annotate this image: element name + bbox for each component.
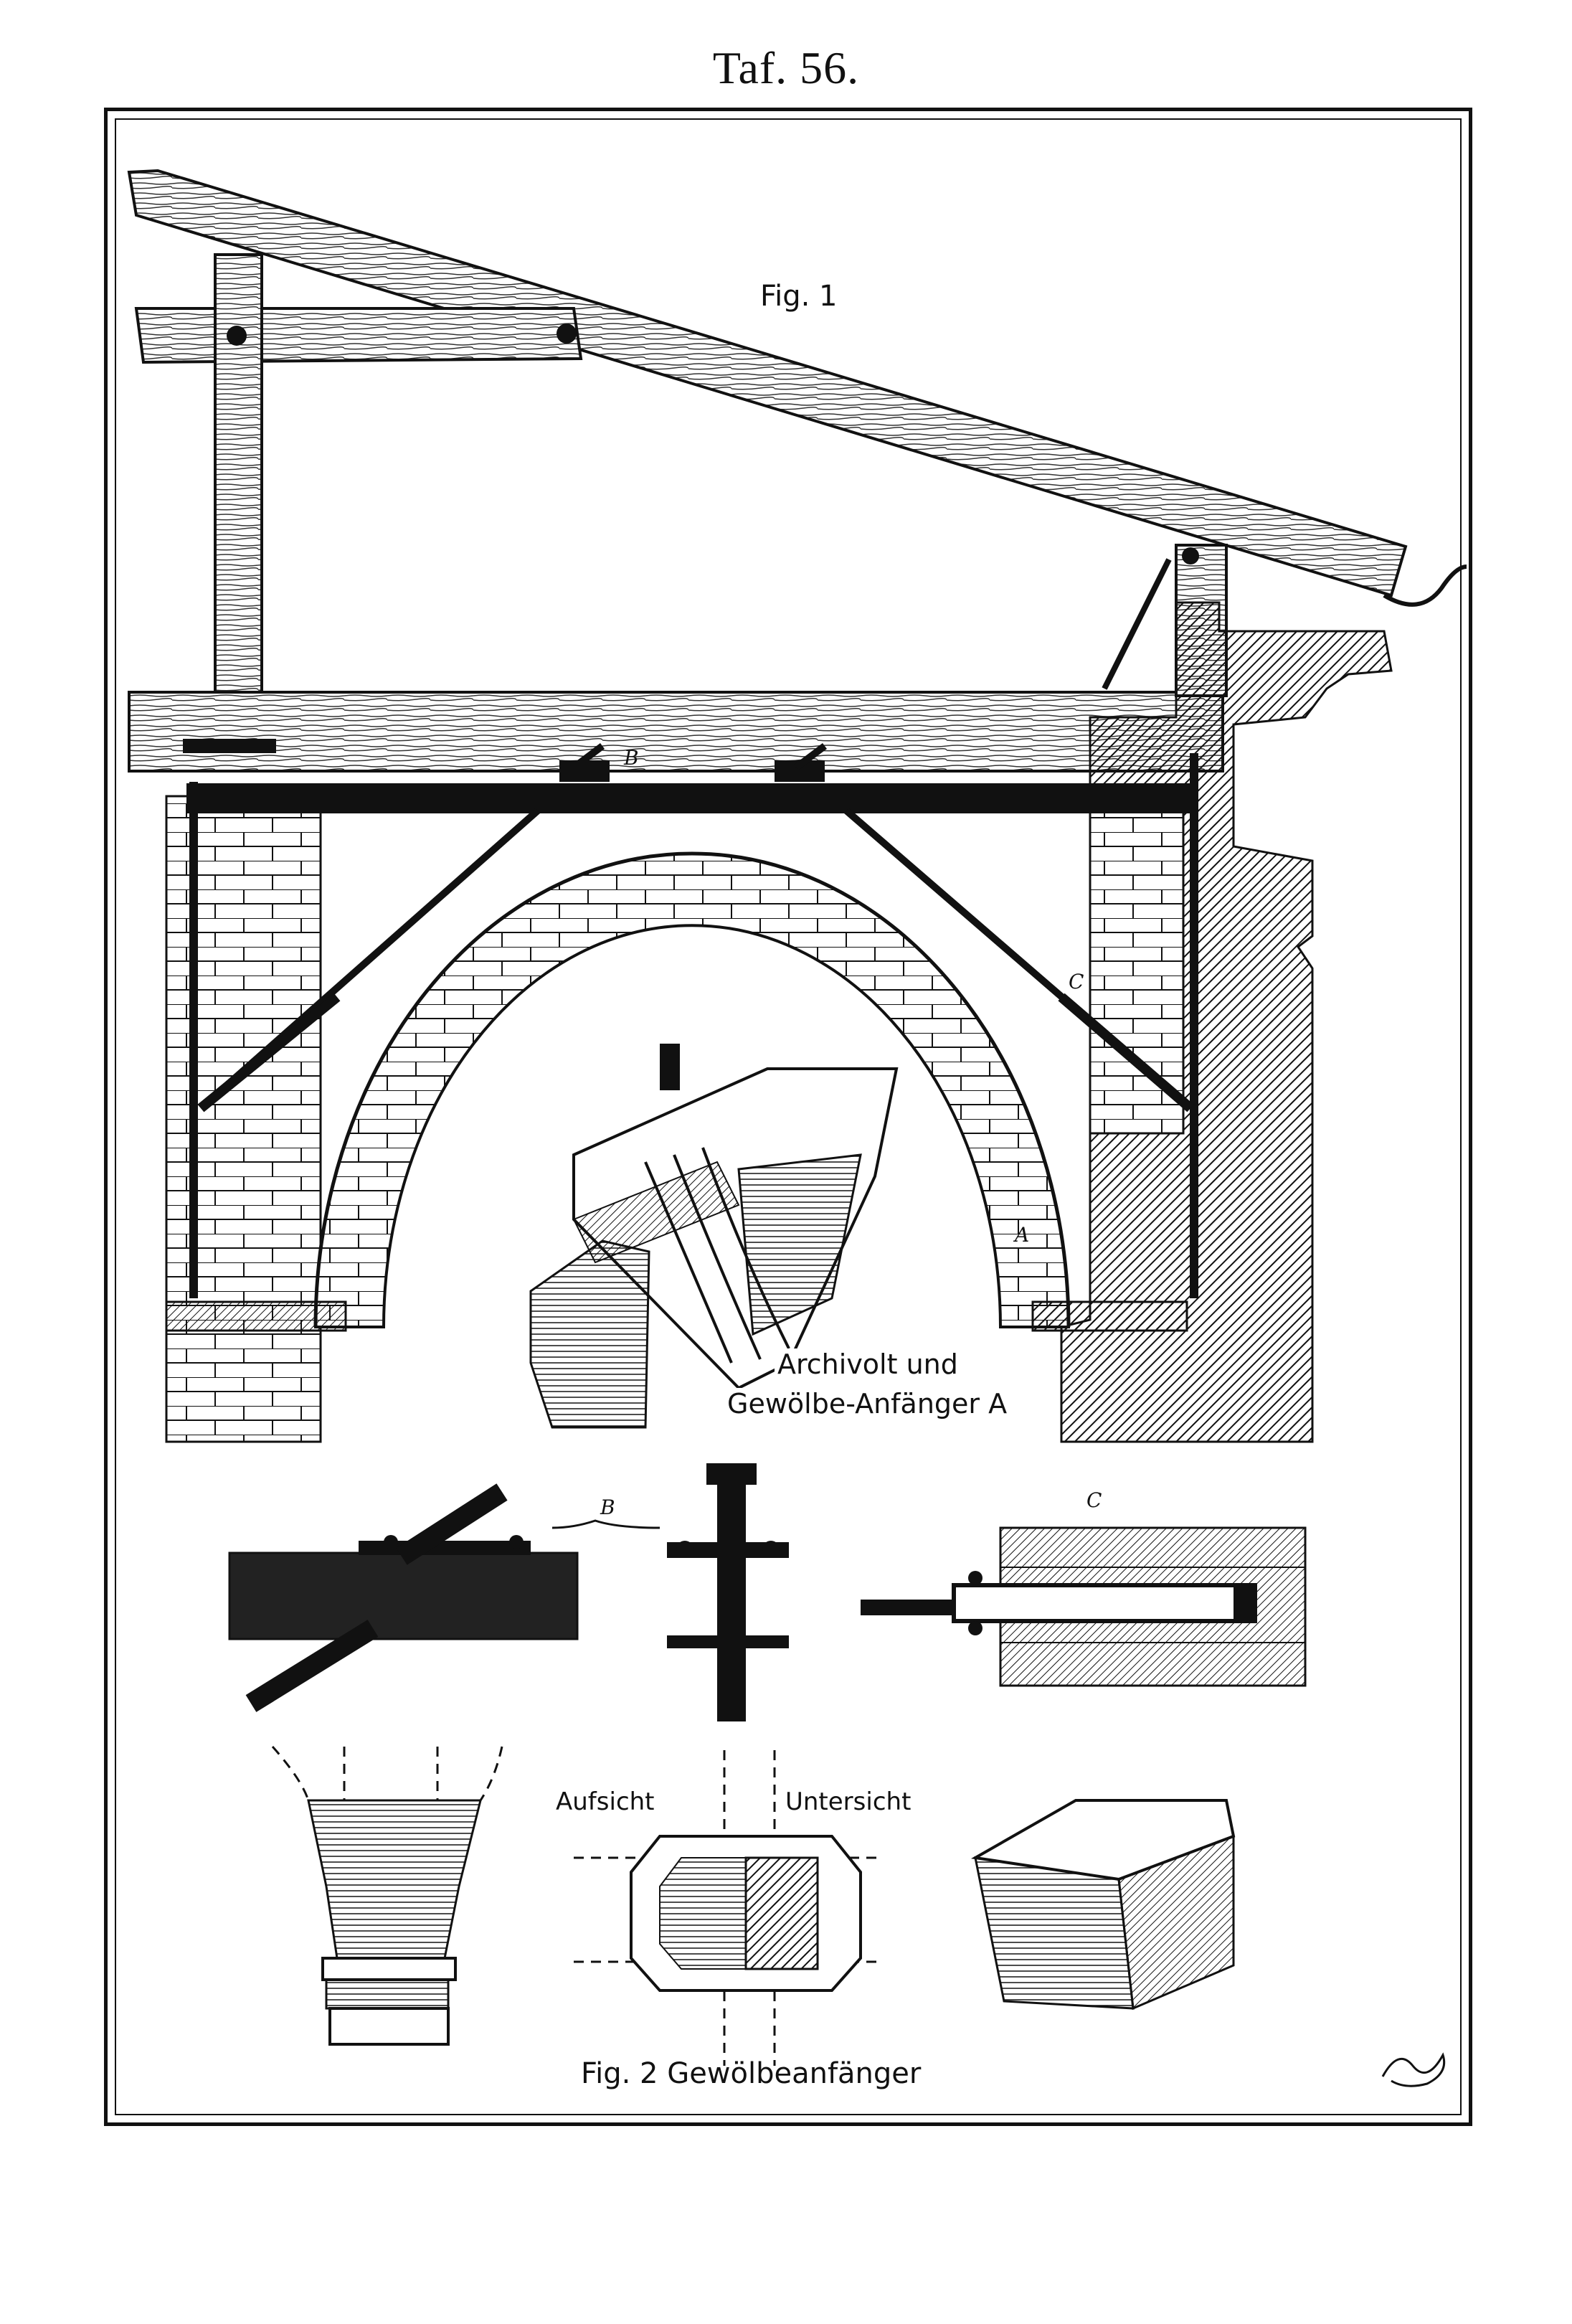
- detail-b-section: [667, 1463, 789, 1721]
- gutter: [1383, 565, 1467, 607]
- roof-post: [214, 253, 263, 694]
- fig2-perspective: [971, 1799, 1236, 2011]
- detail-c-wall-anchor: [861, 1526, 1307, 1687]
- strut-beam: [134, 307, 583, 364]
- detail-b-girder: [228, 1483, 579, 1712]
- archivolt-caption-line1: Archivolt und: [775, 1348, 961, 1380]
- fig2-label-untersicht: Untersicht: [785, 1787, 912, 1816]
- fig1-label-b: B: [624, 746, 639, 770]
- fig2-label-aufsicht: Aufsicht: [556, 1787, 655, 1816]
- fig1-roof: [127, 169, 1467, 773]
- fig1-arch: [313, 795, 1185, 1328]
- detail-label-c: C: [1086, 1488, 1102, 1512]
- fig1-label-c: C: [1069, 970, 1084, 993]
- iron-girder: [186, 783, 1190, 813]
- fig2-caption: Fig. 2 Gewölbeanfänger: [581, 2057, 922, 2090]
- archivolt-caption-line2: Gewölbe-Anfänger A: [724, 1388, 1010, 1420]
- engraver-signature: [1381, 2052, 1446, 2087]
- fig1-title: Fig. 1: [760, 280, 838, 313]
- rafter-beam: [127, 169, 1408, 597]
- bolt: [227, 326, 247, 346]
- fig2-plan: [574, 1750, 882, 2066]
- bolt: [557, 323, 577, 344]
- plate-frame-inner: [115, 118, 1462, 2115]
- plate-frame-outer: [104, 108, 1472, 2126]
- archivolt-block: [529, 1044, 899, 1429]
- fig1-iron-frame: [183, 739, 1198, 1298]
- detail-b-brace: [551, 1519, 660, 1529]
- plate-title: Taf. 56.: [712, 42, 860, 93]
- detail-label-b: B: [600, 1496, 615, 1519]
- fig2-elevation: [271, 1746, 503, 2046]
- fig1-label-a: A: [1015, 1223, 1030, 1247]
- tie-beam: [128, 691, 1224, 773]
